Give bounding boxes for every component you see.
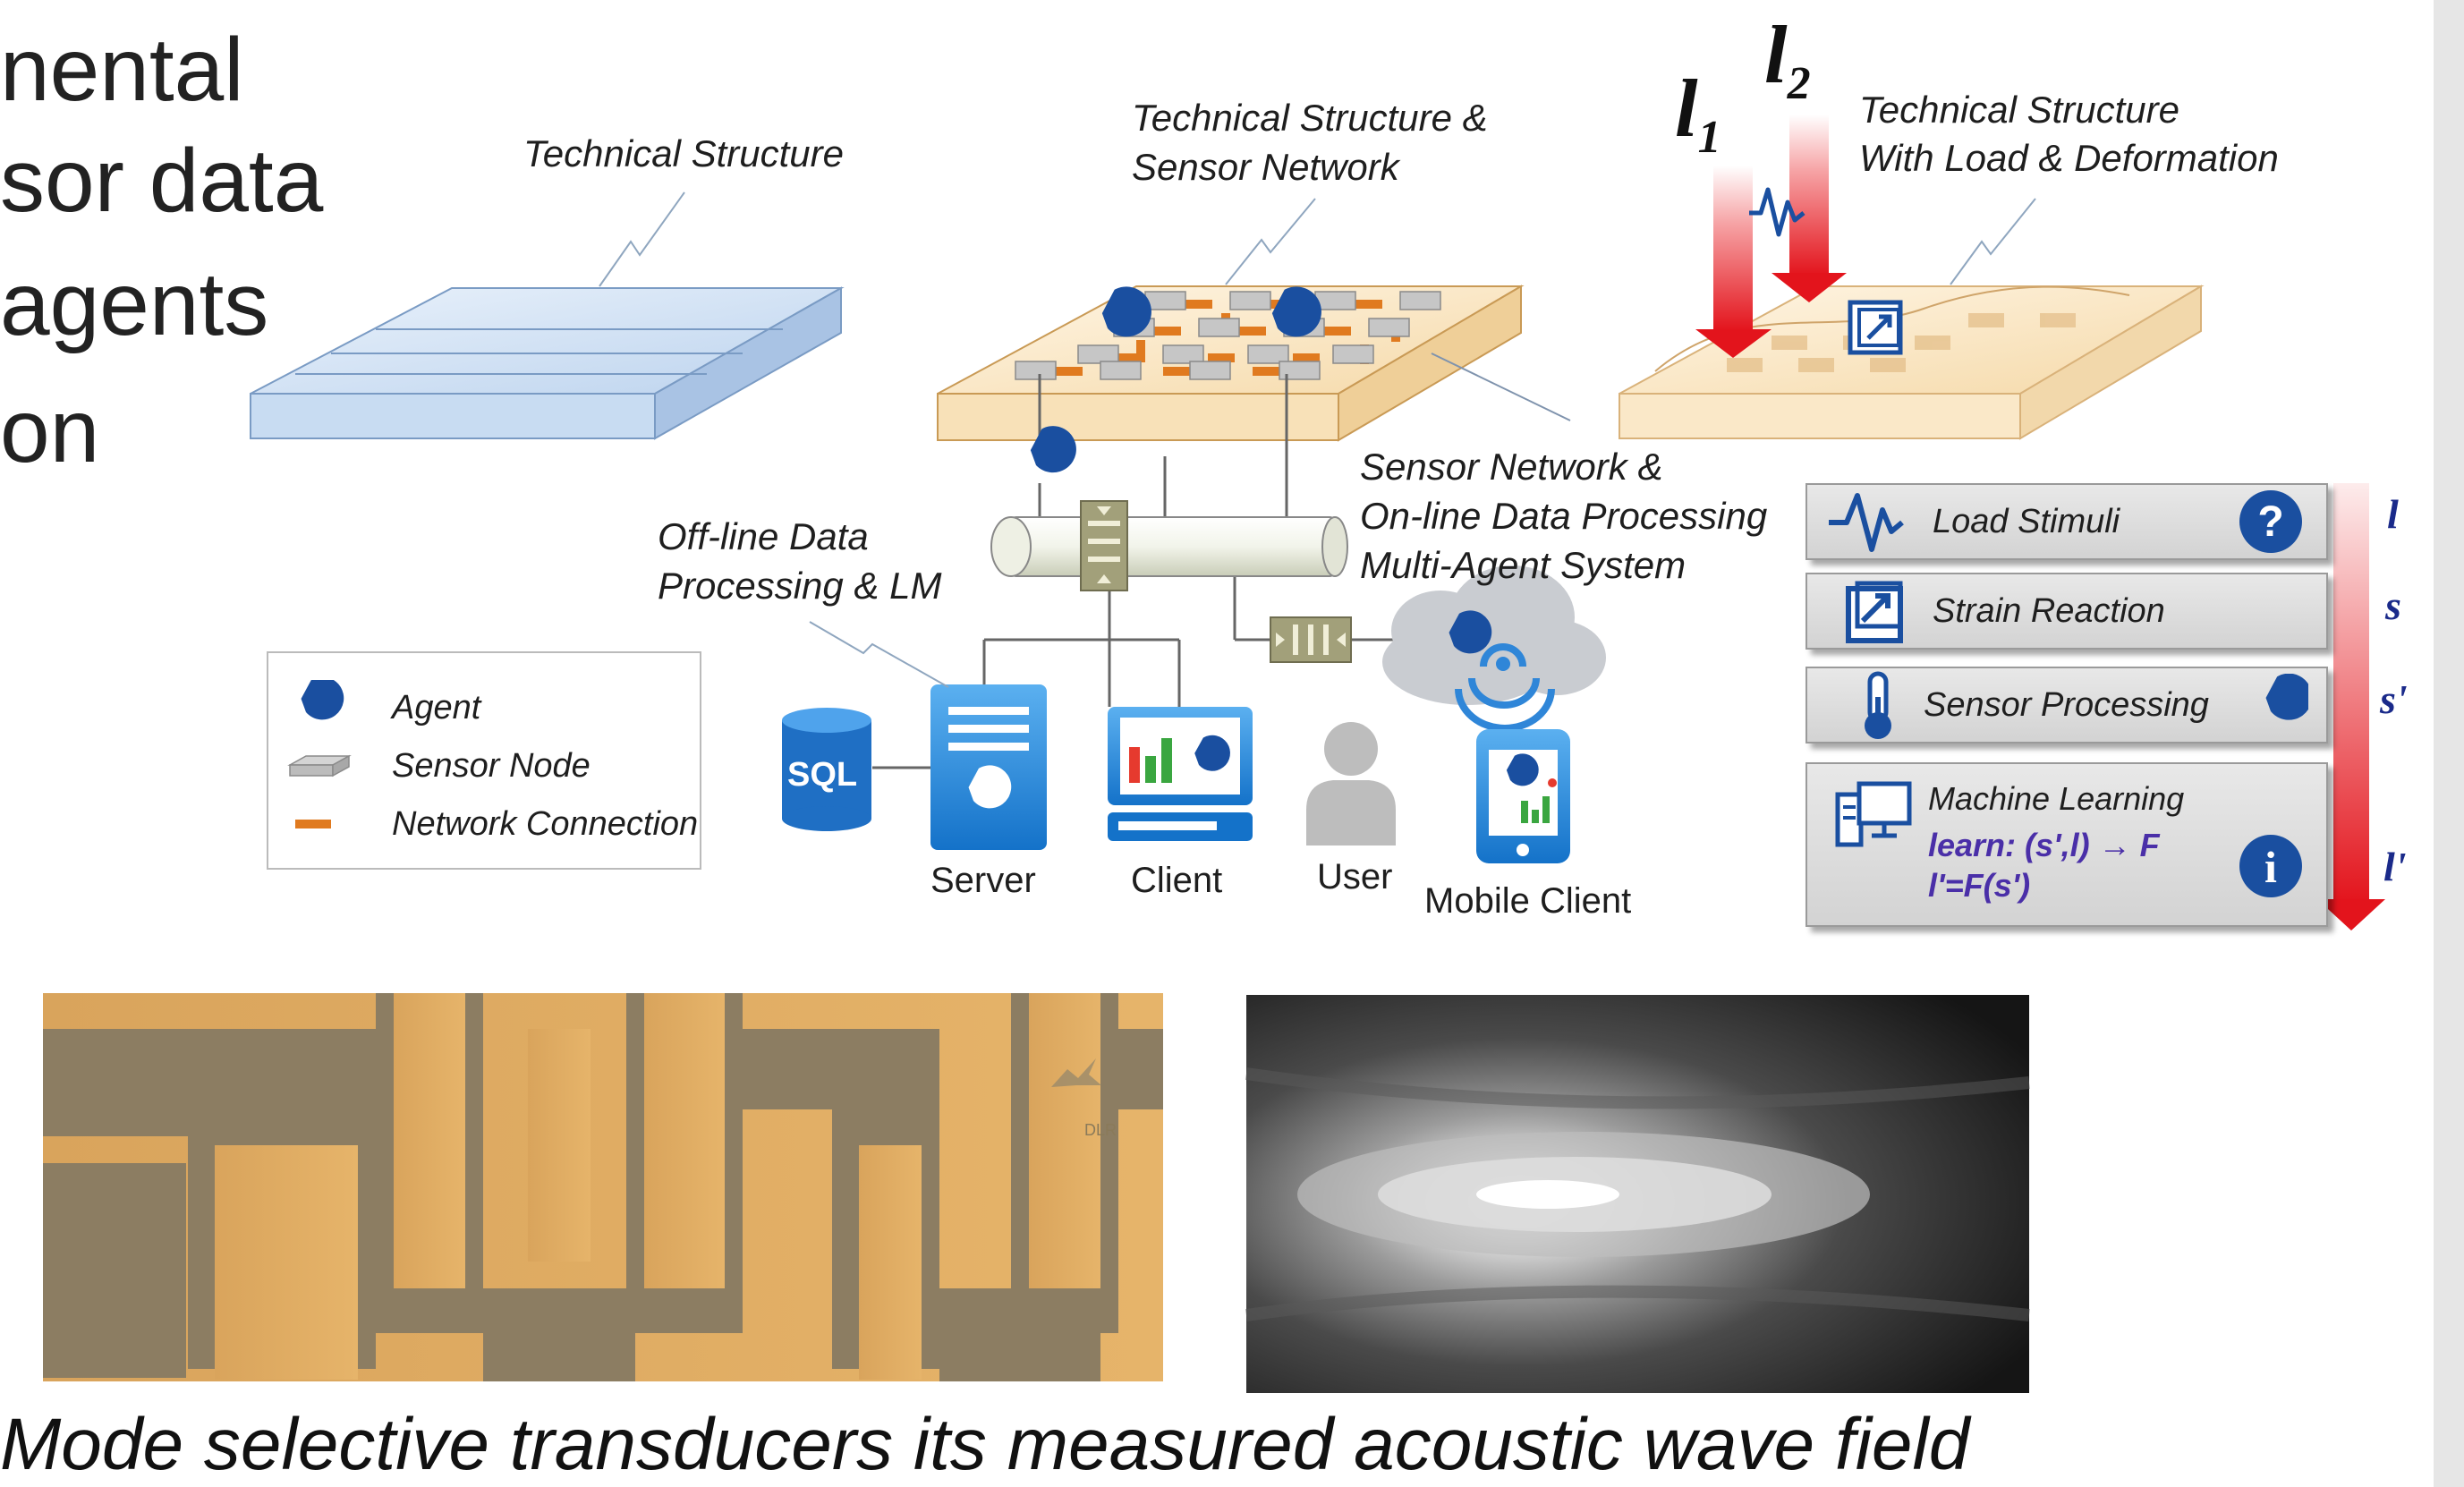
client-label: Client [1131,861,1223,900]
data-pipe [990,516,1348,577]
label-ts-load-1: Technical Structure [1859,89,2179,131]
acoustic-wave-field-photo [1245,995,2030,1393]
label-l1: l1 [1675,61,1721,164]
server-icon [930,684,1047,850]
label-ts-load-2: With Load & Deformation [1859,137,2279,179]
machine-learning-text: Machine Learning [1928,780,2185,817]
label-offline-2: Processing & LM [658,565,942,607]
queue-icons [1080,500,1352,663]
user-icon [1306,722,1396,845]
l1-letter: l [1675,63,1698,154]
sql-database-icon [782,708,871,831]
load-stimuli-text: Load Stimuli [1933,503,2120,540]
strain-reaction-icon [1846,581,1903,643]
predict-formula-text: l'=F(s') [1928,867,2031,904]
learn-formula-text: learn: (s',l) → F [1928,827,2160,863]
panel-sensor-processing: Sensor Processing [1806,667,2328,744]
agent-icon [301,680,344,720]
legend-sensor-node-text: Sensor Node [392,747,591,785]
bullet-line-2: sor data [0,131,324,231]
pipe-agent-icon [1030,426,1076,473]
sensor-network-slab [937,198,1571,442]
info-icon: i [2239,835,2302,897]
computer-icon [1835,781,1912,847]
agent-icon [2265,674,2308,720]
label-online-3: Multi-Agent System [1360,544,1687,586]
network-connection-icon [295,820,331,828]
right-frame-strip [2434,0,2464,1487]
symbol-l: l [2387,491,2399,537]
mobile-client-icon [1476,729,1570,863]
symbol-s: s [2385,582,2401,628]
l2-letter: l [1764,9,1788,100]
panel-load-stimuli: Load Stimuli ? [1806,483,2328,560]
thermometer-icon [1865,671,1891,739]
symbol-s-prime: s' [2380,676,2408,722]
loaded-structure-slab [1619,198,2205,440]
caption: Mode selective transducers its measured … [0,1404,1970,1485]
label-l2: l2 [1764,7,1811,110]
bullet-line-1: nental [0,20,244,120]
legend-agent-text: Agent [392,689,481,727]
legend: Agent Sensor Node Network Connection [267,651,701,870]
question-icon: ? [2239,490,2302,553]
load-arrows [1695,115,1847,358]
l1-subscript: 1 [1697,112,1721,163]
bullet-line-3: agents [0,254,269,354]
bullet-line-4: on [0,381,100,481]
transducer-photo [43,993,1163,1381]
panel-strain-reaction: Strain Reaction [1806,573,2328,650]
cloud-agent-icon [1382,565,1606,732]
label-online-1: Sensor Network & [1360,446,1663,488]
legend-network-connection-text: Network Connection [392,805,699,843]
svg-text:i: i [2264,842,2277,892]
client-icon [1108,707,1253,841]
sensor-processing-text: Sensor Processing [1924,686,2209,724]
server-label: Server [930,861,1036,900]
sql-label: SQL [787,756,858,794]
label-ts-sensor-network-2: Sensor Network [1132,146,1399,188]
technical-structure-slab [250,191,845,440]
pulse-icon [1829,493,1904,552]
mobile-client-label: Mobile Client [1424,881,1632,921]
l2-subscript: 2 [1787,58,1811,109]
strain-reaction-text: Strain Reaction [1933,592,2165,630]
label-online-2: On-line Data Processing [1360,495,1768,537]
user-label: User [1317,857,1393,896]
panel-machine-learning: Machine Learning learn: (s',l) → F l'=F(… [1806,762,2328,927]
label-ts-sensor-network-1: Technical Structure & [1132,97,1488,139]
label-technical-structure: Technical Structure [523,132,844,174]
sensor-node-icon [287,754,352,777]
svg-text:?: ? [2257,498,2283,546]
label-offline-1: Off-line Data [658,515,869,557]
dlr-logo-text: DLR [1084,1121,1117,1139]
symbol-l-prime: l' [2383,844,2407,889]
